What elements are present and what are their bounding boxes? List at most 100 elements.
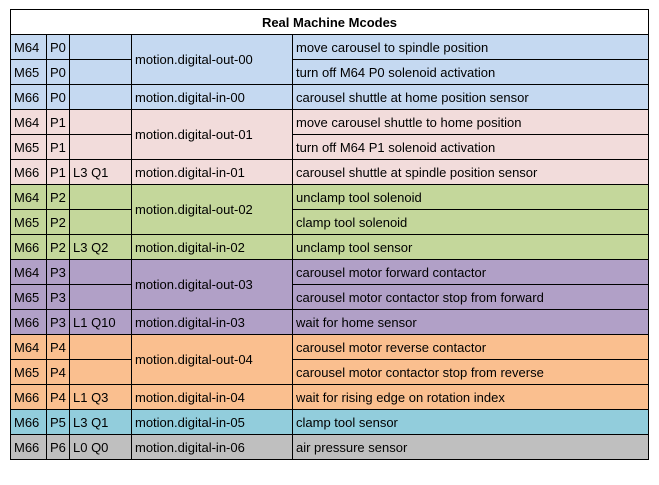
mcode-cell: M64 (10, 34, 47, 60)
pin-cell: P4 (46, 334, 70, 360)
description-cell: move carousel to spindle position (292, 34, 649, 60)
signal-cell: motion.digital-in-02 (131, 234, 293, 260)
pin-cell: P0 (46, 59, 70, 85)
description-cell: unclamp tool solenoid (292, 184, 649, 210)
pin-cell: P2 (46, 209, 70, 235)
description-cell: unclamp tool sensor (292, 234, 649, 260)
lq-cell (69, 109, 132, 135)
table-title: Real Machine Mcodes (10, 9, 649, 35)
pin-cell: P4 (46, 384, 70, 410)
pin-cell: P1 (46, 134, 70, 160)
description-cell: air pressure sensor (292, 434, 649, 460)
signal-cell: motion.digital-out-02 (131, 184, 293, 235)
lq-cell: L1 Q3 (69, 384, 132, 410)
description-cell: turn off M64 P0 solenoid activation (292, 59, 649, 85)
mcode-cell: M64 (10, 334, 47, 360)
signal-cell: motion.digital-out-04 (131, 334, 293, 385)
lq-cell (69, 334, 132, 360)
lq-cell (69, 259, 132, 285)
description-cell: carousel shuttle at spindle position sen… (292, 159, 649, 185)
description-cell: turn off M64 P1 solenoid activation (292, 134, 649, 160)
lq-cell: L3 Q1 (69, 409, 132, 435)
lq-cell: L3 Q2 (69, 234, 132, 260)
pin-cell: P6 (46, 434, 70, 460)
lq-cell (69, 34, 132, 60)
lq-cell (69, 284, 132, 310)
pin-cell: P3 (46, 309, 70, 335)
signal-cell: motion.digital-in-05 (131, 409, 293, 435)
description-cell: carousel shuttle at home position sensor (292, 84, 649, 110)
mcode-cell: M65 (10, 359, 47, 385)
signal-cell: motion.digital-out-01 (131, 109, 293, 160)
description-cell: carousel motor contactor stop from forwa… (292, 284, 649, 310)
mcode-cell: M66 (10, 84, 47, 110)
pin-cell: P3 (46, 284, 70, 310)
pin-cell: P4 (46, 359, 70, 385)
mcode-cell: M66 (10, 309, 47, 335)
pin-cell: P0 (46, 84, 70, 110)
pin-cell: P5 (46, 409, 70, 435)
mcode-cell: M66 (10, 409, 47, 435)
description-cell: carousel motor contactor stop from rever… (292, 359, 649, 385)
mcode-cell: M65 (10, 134, 47, 160)
lq-cell: L1 Q10 (69, 309, 132, 335)
lq-cell: L3 Q1 (69, 159, 132, 185)
pin-cell: P1 (46, 109, 70, 135)
mcode-cell: M64 (10, 259, 47, 285)
description-cell: carousel motor reverse contactor (292, 334, 649, 360)
signal-cell: motion.digital-out-03 (131, 259, 293, 310)
mcode-cell: M66 (10, 384, 47, 410)
lq-cell (69, 59, 132, 85)
mcode-cell: M65 (10, 209, 47, 235)
signal-cell: motion.digital-out-00 (131, 34, 293, 85)
signal-cell: motion.digital-in-01 (131, 159, 293, 185)
lq-cell (69, 84, 132, 110)
mcode-cell: M65 (10, 59, 47, 85)
lq-cell (69, 359, 132, 385)
mcode-cell: M64 (10, 184, 47, 210)
pin-cell: P1 (46, 159, 70, 185)
pin-cell: P3 (46, 259, 70, 285)
mcode-cell: M66 (10, 234, 47, 260)
description-cell: clamp tool sensor (292, 409, 649, 435)
mcode-cell: M66 (10, 434, 47, 460)
mcode-cell: M65 (10, 284, 47, 310)
description-cell: move carousel shuttle to home position (292, 109, 649, 135)
lq-cell (69, 134, 132, 160)
title-row: Real Machine Mcodes (10, 9, 649, 35)
description-cell: wait for home sensor (292, 309, 649, 335)
mcode-cell: M64 (10, 109, 47, 135)
lq-cell (69, 209, 132, 235)
pin-cell: P2 (46, 184, 70, 210)
pin-cell: P2 (46, 234, 70, 260)
pin-cell: P0 (46, 34, 70, 60)
mcode-cell: M66 (10, 159, 47, 185)
signal-cell: motion.digital-in-03 (131, 309, 293, 335)
signal-cell: motion.digital-in-00 (131, 84, 293, 110)
lq-cell (69, 184, 132, 210)
lq-cell: L0 Q0 (69, 434, 132, 460)
description-cell: clamp tool solenoid (292, 209, 649, 235)
signal-cell: motion.digital-in-04 (131, 384, 293, 410)
description-cell: wait for rising edge on rotation index (292, 384, 649, 410)
signal-cell: motion.digital-in-06 (131, 434, 293, 460)
